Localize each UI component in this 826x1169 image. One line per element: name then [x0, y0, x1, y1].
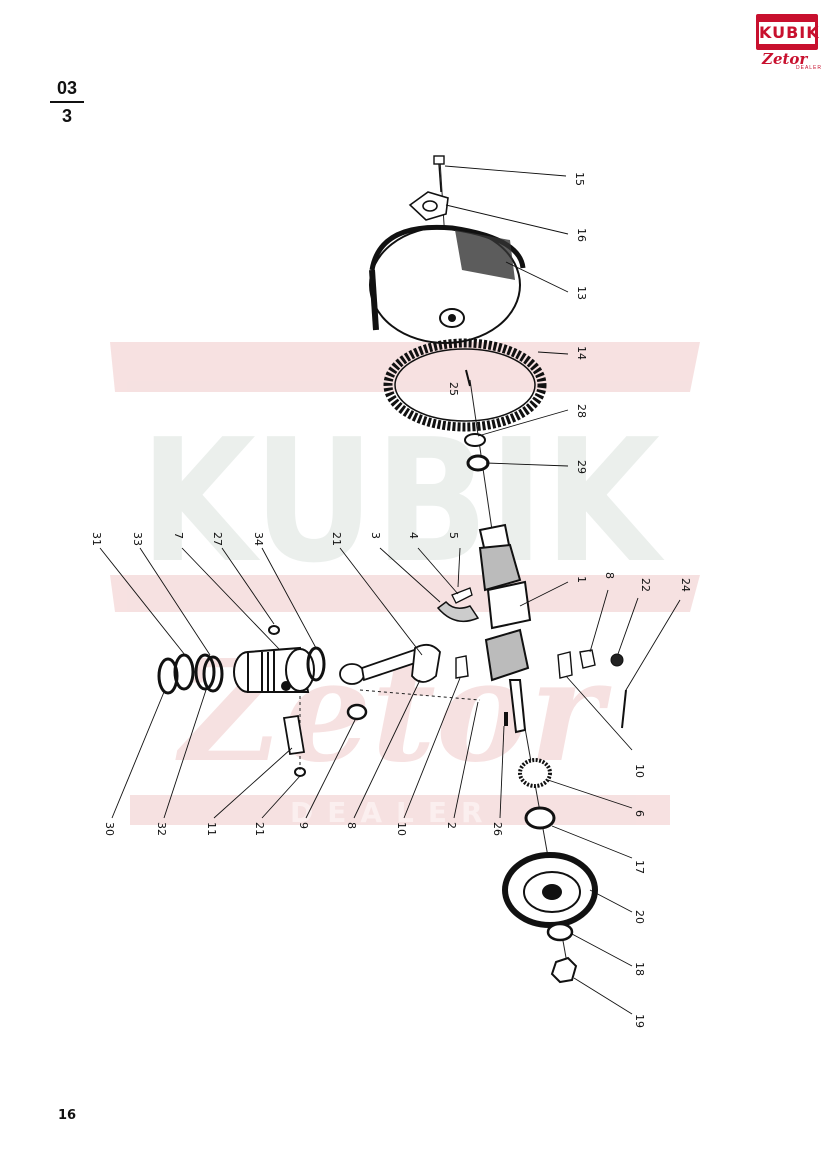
callout-34: 34	[252, 532, 265, 546]
callout-24: 24	[679, 578, 692, 592]
pilot-bearing	[466, 454, 490, 472]
callout-1: 1	[575, 576, 588, 583]
callout-9: 9	[297, 822, 310, 829]
flywheel	[369, 224, 526, 344]
callout-25: 25	[447, 382, 460, 396]
callout-8-bottom: 8	[345, 822, 358, 829]
callout-14: 14	[575, 346, 588, 360]
connecting-rod	[339, 643, 441, 685]
callout-10-bottom: 10	[395, 822, 408, 836]
thrust-collar	[524, 806, 556, 830]
watermark-mid-band	[110, 575, 700, 612]
watermark-tag-band	[130, 795, 670, 825]
callout-33: 33	[131, 532, 144, 546]
callout-7: 7	[172, 532, 185, 539]
piston-ring-2	[173, 653, 195, 691]
callout-21-lower: 21	[253, 822, 266, 836]
section-minor: 3	[61, 106, 72, 126]
callout-30: 30	[103, 822, 116, 836]
callout-19: 19	[633, 1014, 646, 1028]
main-bearing-shell	[436, 600, 480, 623]
callout-22: 22	[639, 578, 652, 592]
axis-rod	[359, 689, 481, 701]
callout-15: 15	[573, 172, 586, 186]
callout-8-right: 8	[603, 572, 616, 579]
callout-27: 27	[211, 532, 224, 546]
callout-10-right: 10	[633, 764, 646, 778]
callout-29: 29	[575, 460, 588, 474]
piston-pin	[282, 714, 306, 756]
callout-6: 6	[633, 810, 646, 817]
crank-gear	[518, 758, 552, 788]
cotter-pin	[621, 689, 627, 729]
rod-nut	[610, 653, 624, 667]
crankshaft	[478, 523, 532, 734]
piston-ring-1	[157, 657, 179, 695]
logo-tag: DEALER	[796, 65, 823, 71]
callout-3: 3	[369, 532, 382, 539]
crank-pulley	[502, 852, 598, 928]
callout-labels: 15 16 13 14 25 28 29 1 5 4 3 21 34 27 7 …	[90, 172, 692, 1028]
woodruff-key	[504, 712, 508, 726]
watermark-tag: DEALER	[290, 796, 497, 829]
dowel-pin	[465, 369, 471, 387]
dealer-logo: KUBIK Zetor DEALER	[756, 14, 821, 72]
piston-ring-3	[194, 653, 216, 691]
callout-21-upper: 21	[330, 532, 343, 546]
circlip-upper	[268, 625, 280, 635]
piston-ring-4	[202, 655, 224, 693]
callout-5: 5	[447, 532, 460, 539]
callout-32: 32	[155, 822, 168, 836]
callout-4: 4	[407, 532, 420, 539]
section-number: 03 3	[46, 78, 88, 126]
callout-28: 28	[575, 404, 588, 418]
page-number: 16	[58, 1108, 77, 1123]
callout-18: 18	[633, 962, 646, 976]
logo-badge: KUBIK	[756, 14, 820, 50]
logo-brand: Zetor	[762, 50, 808, 68]
section-major: 03	[56, 78, 78, 98]
pulley-nut	[550, 956, 578, 984]
watermark-word: KUBIK	[140, 403, 665, 601]
leader-lines	[99, 165, 681, 1015]
thrust-washer	[451, 587, 473, 604]
piston	[233, 646, 315, 693]
callout-20: 20	[633, 910, 646, 924]
section-divider	[50, 101, 84, 103]
callout-13: 13	[575, 286, 588, 300]
callout-16: 16	[575, 228, 588, 242]
logo-word: KUBIK	[759, 22, 820, 44]
rod-bearing-shell-lower	[557, 651, 573, 679]
callout-17: 17	[633, 860, 646, 874]
pulley-washer	[546, 922, 574, 942]
callout-11: 11	[205, 822, 218, 836]
rod-bearing-shell-upper	[455, 655, 469, 679]
lock-plate	[408, 191, 449, 221]
callout-2: 2	[445, 822, 458, 829]
callout-26: 26	[491, 822, 504, 836]
small-end-bush	[346, 703, 368, 721]
flywheel-bolt	[433, 155, 445, 193]
piston-rings	[157, 646, 326, 695]
rod-cap	[579, 649, 596, 669]
ring-gear	[383, 338, 547, 432]
callout-31: 31	[90, 532, 103, 546]
spacer-ring	[464, 433, 486, 447]
